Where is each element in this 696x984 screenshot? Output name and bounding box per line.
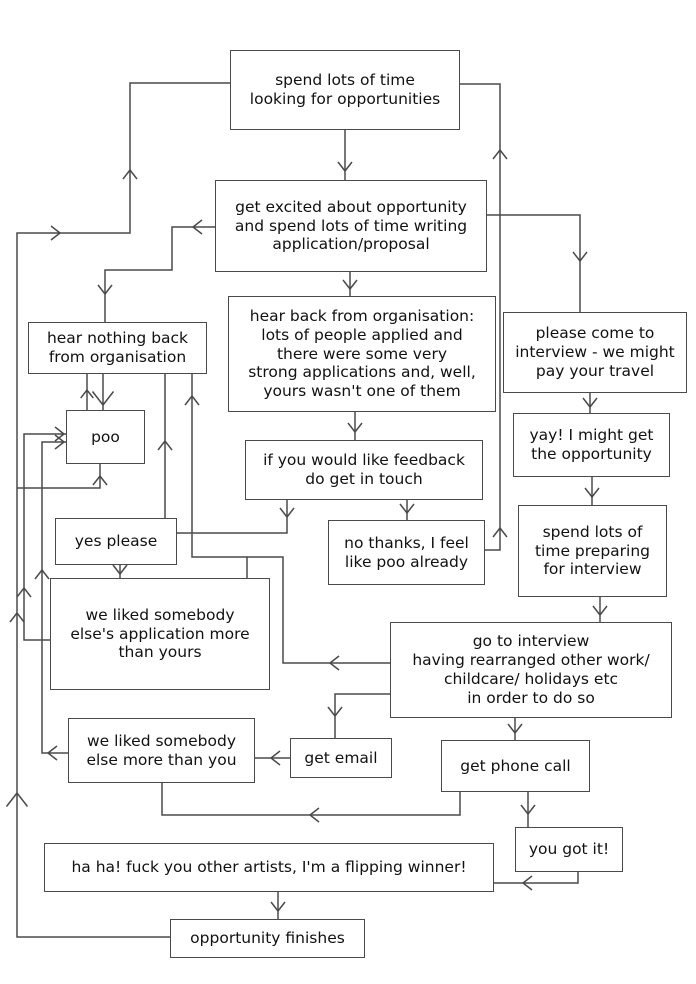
arrowhead-icon — [328, 655, 340, 671]
flow-node-liked-application: we liked somebody else's application mor… — [50, 578, 270, 690]
flow-node-spend-time: spend lots of time looking for opportuni… — [230, 50, 460, 130]
flow-node-get-excited: get excited about opportunity and spend … — [215, 180, 487, 272]
flow-node-ha-ha: ha ha! fuck you other artists, I'm a fli… — [44, 843, 494, 892]
arrowhead-icon — [582, 397, 598, 409]
flow-node-feedback: if you would like feedback do get in tou… — [245, 440, 483, 500]
arrowhead-icon — [492, 148, 508, 160]
arrowhead-icon — [347, 422, 363, 434]
arrowhead-icon — [342, 279, 358, 291]
edge-no-thanks-to-spend-time — [460, 83, 501, 551]
arrowhead-icon — [112, 564, 128, 576]
arrowhead-icon — [157, 439, 173, 451]
edge-feedback-to-yes-please — [177, 500, 288, 534]
edge-go-interview-to-get-email — [334, 693, 390, 738]
flow-node-yay: yay! I might get the opportunity — [513, 413, 670, 477]
arrowhead-icon — [572, 251, 588, 263]
arrowhead-icon — [16, 586, 32, 598]
arrowhead-icon — [327, 706, 343, 718]
flow-node-hear-back: hear back from organisation: lots of peo… — [228, 296, 496, 412]
edge-loop-branch-to-poo-bottom — [17, 464, 101, 489]
arrowhead-icon — [337, 161, 353, 173]
flow-node-go-interview: go to interview having rearranged other … — [390, 622, 672, 718]
arrowhead-icon — [270, 901, 286, 913]
flow-node-hear-nothing: hear nothing back from organisation — [28, 322, 207, 374]
arrowhead-icon — [122, 168, 138, 180]
flow-node-please-come: please come to interview - we might pay … — [503, 312, 687, 393]
edge-liked-else-to-poo — [41, 441, 68, 754]
edge-opp-finishes-to-spend-time — [16, 82, 230, 938]
flow-node-yes-please: yes please — [55, 518, 177, 565]
flow-node-liked-else: we liked somebody else more than you — [68, 718, 255, 783]
arrowhead-icon — [46, 745, 58, 761]
arrowhead-icon — [54, 434, 66, 450]
flow-node-opp-finishes: opportunity finishes — [170, 919, 365, 958]
arrowhead-icon — [520, 804, 536, 816]
edge-go-interview-to-hear-nothing — [191, 374, 247, 558]
edge-get-excited-to-please-come — [487, 214, 581, 312]
arrowhead-icon — [97, 284, 113, 296]
arrowhead-icon — [92, 474, 108, 486]
arrowhead-icon — [91, 391, 115, 407]
arrowhead-icon — [492, 526, 508, 538]
arrowhead-icon — [191, 219, 203, 235]
edge-you-got-it-to-ha-ha — [494, 872, 579, 884]
arrowhead-icon — [184, 394, 200, 406]
edge-get-phone-to-liked-else — [161, 783, 461, 816]
arrowhead-icon — [521, 875, 533, 891]
arrowhead-icon — [592, 605, 608, 617]
edge-go-interview-to-liked-application — [246, 556, 390, 664]
arrowhead-icon — [50, 225, 62, 241]
flow-node-you-got-it: you got it! — [515, 827, 623, 872]
arrowhead-icon — [9, 611, 25, 623]
flow-node-poo: poo — [66, 410, 145, 464]
arrowhead-icon — [269, 750, 281, 766]
arrowhead-icon — [279, 507, 295, 519]
arrowhead-icon — [34, 568, 50, 580]
arrowhead-icon — [399, 503, 415, 515]
arrowhead-icon — [507, 723, 523, 735]
arrowhead-icon — [5, 791, 29, 807]
flow-node-no-thanks: no thanks, I feel like poo already — [328, 520, 485, 585]
flow-node-get-email: get email — [290, 738, 392, 778]
edge-get-excited-to-hear-nothing — [104, 226, 215, 322]
edge-liked-application-to-poo — [23, 433, 66, 641]
arrowhead-icon — [80, 388, 94, 399]
arrowhead-icon — [54, 426, 66, 442]
flow-node-get-phone: get phone call — [441, 740, 590, 792]
arrowhead-icon — [308, 807, 320, 823]
arrowhead-icon — [584, 487, 600, 499]
flow-node-spend-preparing: spend lots of time preparing for intervi… — [518, 505, 667, 597]
